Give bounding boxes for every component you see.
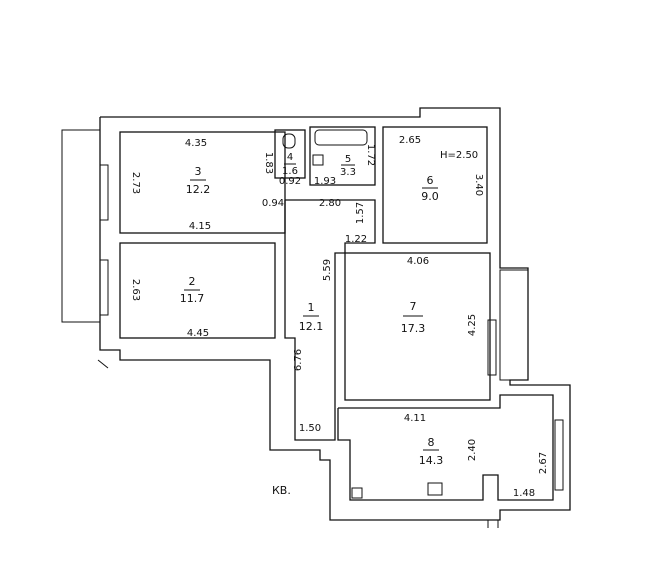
room-3-area: 12.2 bbox=[186, 183, 211, 196]
room-5-area: 3.3 bbox=[340, 167, 356, 178]
dim-r2-bottom: 4.45 bbox=[187, 328, 209, 339]
room-2-area: 11.7 bbox=[180, 292, 205, 305]
dim-r7-top: 4.06 bbox=[407, 256, 429, 267]
dim-r5-left: 1.93 bbox=[314, 176, 336, 187]
dim-r6-right: 3.40 bbox=[473, 174, 484, 196]
dim-r3-top: 4.35 bbox=[185, 138, 207, 149]
room-2-number: 2 bbox=[189, 275, 196, 288]
dim-r8-right: 2.67 bbox=[538, 452, 549, 474]
dim-corridor-157: 1.57 bbox=[355, 202, 366, 224]
dim-r5-right: 1.72 bbox=[365, 144, 376, 166]
dim-r3-right: 1.83 bbox=[263, 152, 274, 174]
dim-r8-top: 4.11 bbox=[404, 413, 426, 424]
dimension-labels: 4.35 2.73 4.15 1.83 0.92 1.93 1.72 0.94 … bbox=[130, 135, 549, 499]
room-7-number: 7 bbox=[410, 300, 417, 313]
bathtub-icon bbox=[314, 129, 368, 146]
dim-r4-bottom: 0.92 bbox=[279, 176, 301, 187]
room-1-area: 12.1 bbox=[299, 320, 324, 333]
room-1-number: 1 bbox=[308, 301, 315, 314]
dim-r2-left: 2.63 bbox=[130, 279, 141, 301]
dim-r6-top: 2.65 bbox=[399, 135, 421, 146]
room-6-area: 9.0 bbox=[421, 190, 439, 203]
room-8-number: 8 bbox=[428, 436, 435, 449]
dim-r7-right: 4.25 bbox=[467, 314, 478, 336]
stove-icon bbox=[427, 482, 443, 496]
room-4-area: 1.6 bbox=[282, 166, 298, 177]
dim-r3-bottom: 4.15 bbox=[189, 221, 211, 232]
dim-corridor-122: 1.22 bbox=[345, 234, 367, 245]
dim-corridor-280: 2.80 bbox=[319, 198, 341, 209]
room-8-area: 14.3 bbox=[419, 454, 444, 467]
room-6-number: 6 bbox=[427, 174, 434, 187]
apartment-label: КВ. bbox=[272, 484, 291, 497]
dim-corridor-559: 5.59 bbox=[322, 259, 333, 281]
dim-corridor-150: 1.50 bbox=[299, 423, 321, 434]
sink-kitchen-icon bbox=[351, 487, 363, 499]
dim-corridor-676: 6.76 bbox=[293, 349, 304, 371]
room-5-number: 5 bbox=[345, 154, 351, 165]
ceiling-height: H=2.50 bbox=[440, 150, 478, 161]
dim-r8-mid: 2.40 bbox=[467, 439, 478, 461]
sink-icon bbox=[312, 154, 324, 166]
toilet-icon bbox=[282, 133, 296, 149]
room-4-number: 4 bbox=[287, 152, 293, 163]
dim-r3-left: 2.73 bbox=[130, 172, 141, 194]
room-labels: 3 12.2 2 11.7 4 1.6 5 3.3 6 9.0 H=2.50 1… bbox=[180, 150, 478, 497]
dim-door: 0.94 bbox=[262, 198, 284, 209]
dim-r8-bottom: 1.48 bbox=[513, 488, 535, 499]
room-7-area: 17.3 bbox=[401, 322, 426, 335]
walls bbox=[61, 107, 571, 528]
room-3-number: 3 bbox=[195, 165, 202, 178]
